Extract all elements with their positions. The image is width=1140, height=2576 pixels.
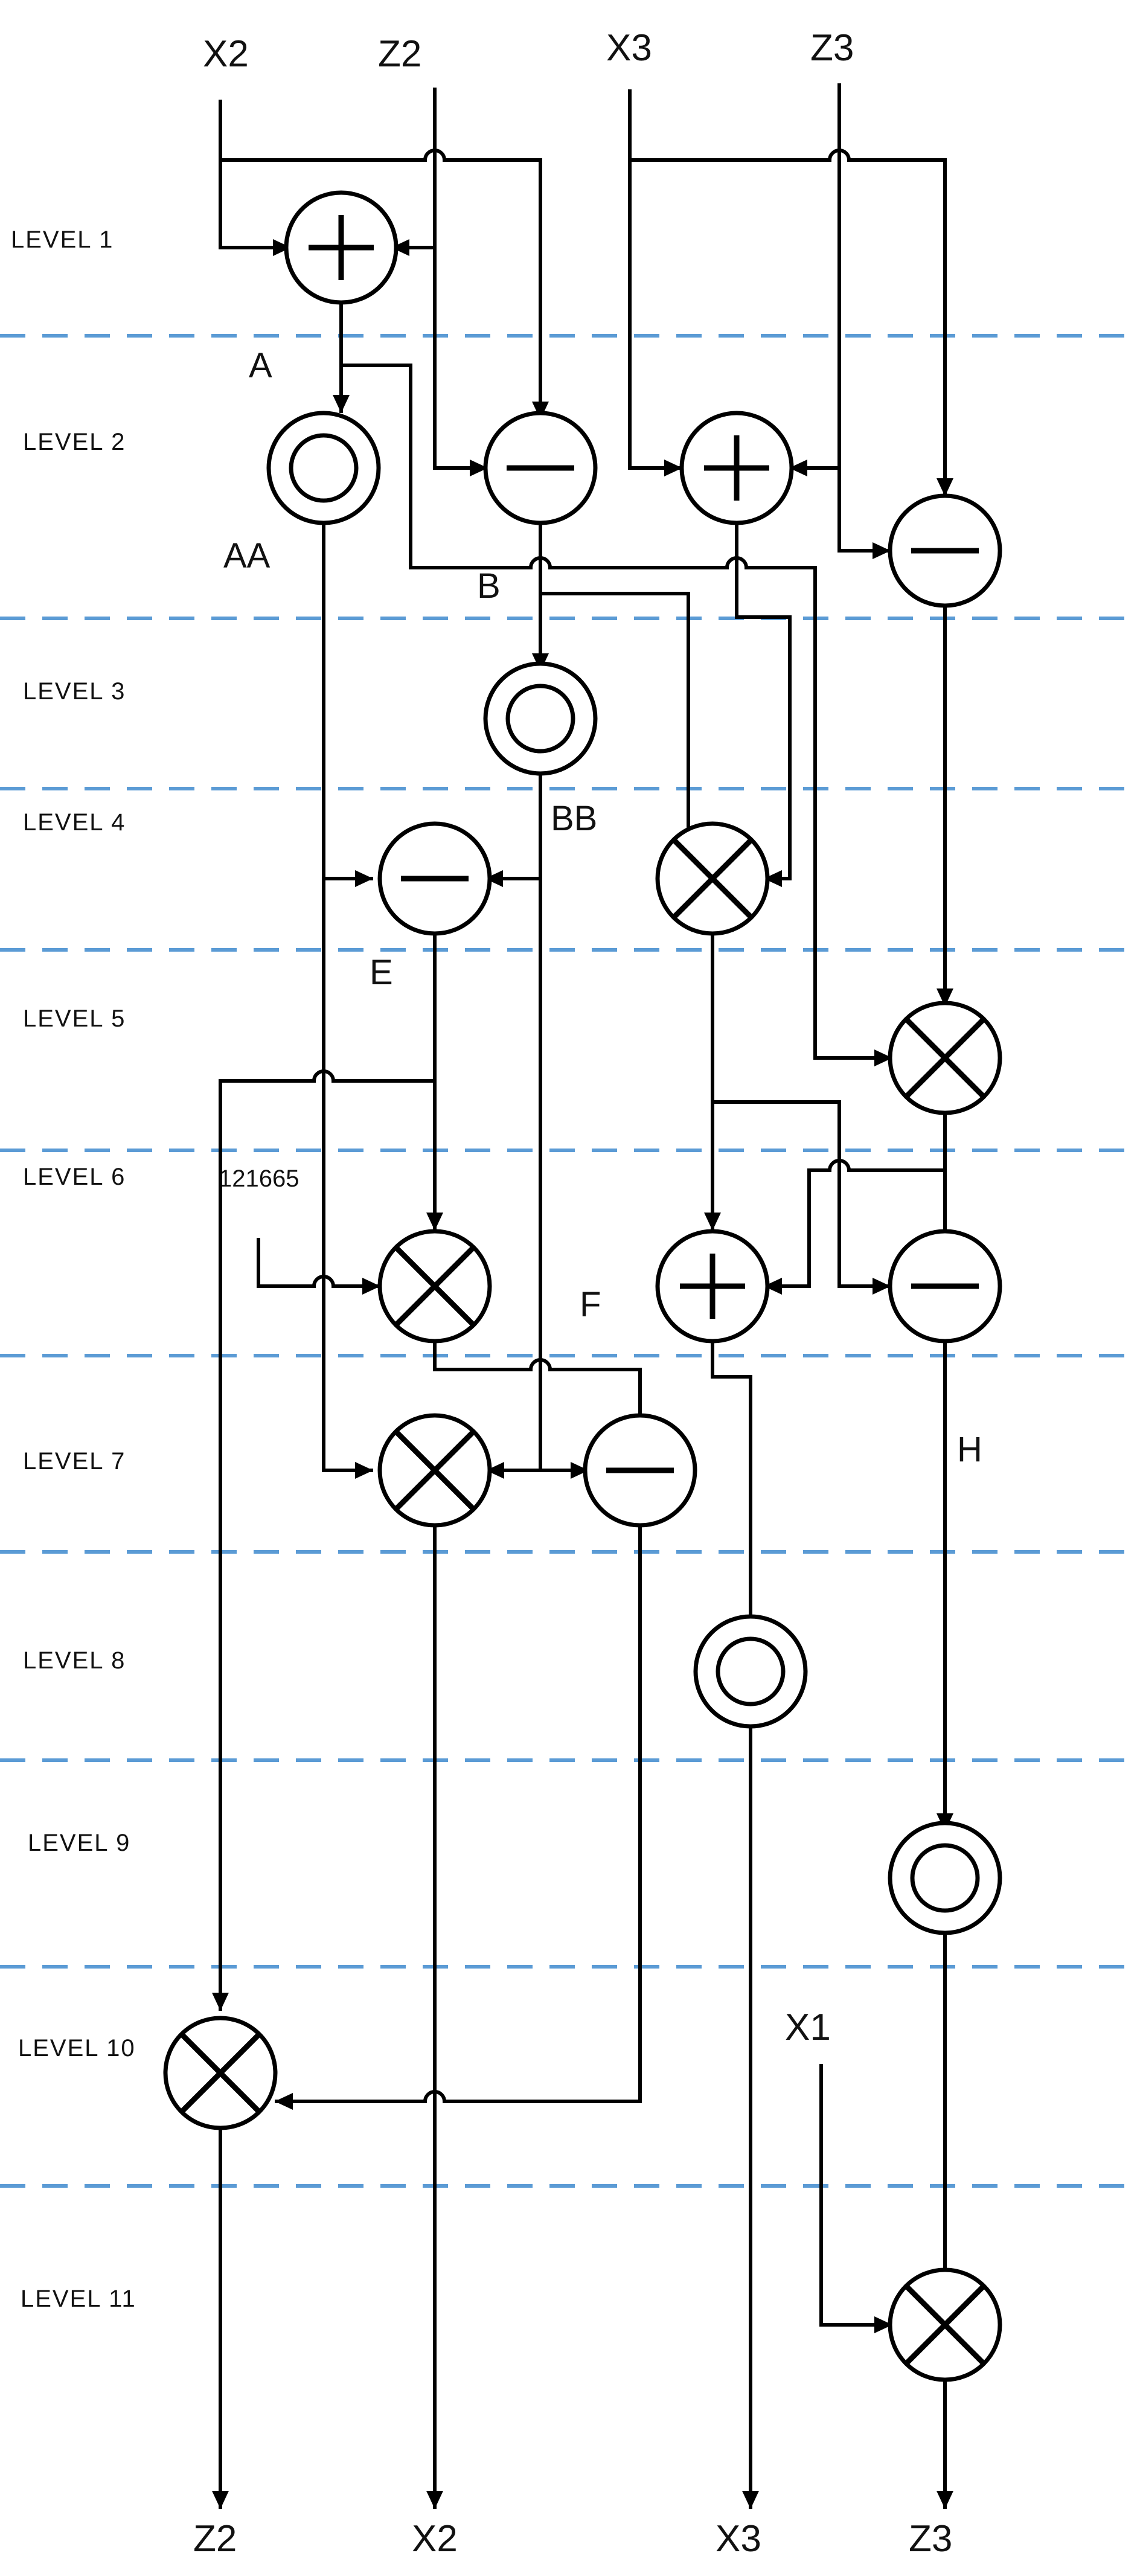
wire-z2-to-sub-2 [433,248,488,476]
level-separators [0,334,1140,2188]
wire-bb-to-mul-x2 [486,879,542,1479]
input-x3-label: X3 [606,27,652,69]
wire-x3-to-add-2 [628,89,682,476]
level-6-label: LEVEL 6 [23,1164,126,1190]
wire-z3-to-sub-3 [837,468,891,559]
multiply-node-z2-output [163,2016,278,2130]
wire-b-to-mul-l4 [540,592,697,851]
node-h-label: H [957,1430,982,1469]
multiply-node-z3-output [888,2267,1002,2382]
subtract-node-f [583,1413,697,1528]
node-a-label: A [249,346,272,385]
input-z2-label: Z2 [378,33,421,75]
constant-121665-label: 121665 [219,1165,299,1192]
wire-a-to-mul-l5 [341,364,892,1066]
wire-const-to-mul [257,1238,380,1295]
add-node-level-6 [655,1229,770,1344]
input-x2-label: X2 [203,33,249,75]
subtract-node-b [483,411,598,525]
level-8-label: LEVEL 8 [23,1647,126,1674]
wire-aa-to-mul-x2 [322,879,373,1479]
multiply-node-level-4 [655,821,770,936]
wire-z2-to-add-1 [391,88,437,256]
level-2-label: LEVEL 2 [23,429,126,455]
output-z2-label: Z2 [193,2518,237,2560]
output-x3-label: X3 [716,2518,761,2560]
wire-aa-to-sub-e [322,522,373,887]
operator-nodes [163,190,1002,2382]
node-f-label: F [580,1285,601,1324]
wire-x2-to-add-1 [219,100,291,256]
square-node-aa [266,411,381,525]
node-aa-label: AA [223,536,271,575]
level-labels: LEVEL 1 LEVEL 2 LEVEL 3 LEVEL 4 LEVEL 5 … [11,226,136,2312]
wire-add6-to-square-l8 [711,1341,759,1644]
wire-z3-to-add-2 [789,83,841,476]
level-11-label: LEVEL 11 [21,2286,136,2312]
square-node-x3-output [693,1614,808,1729]
wire-x1-to-mul11 [819,2064,892,2333]
level-7-label: LEVEL 7 [23,1448,126,1475]
subtract-node-e [377,821,492,936]
multiply-node-level-5 [888,1001,1002,1115]
subtract-node-level-2 [888,493,1002,608]
wire-add2-to-mul-l4 [735,522,792,887]
wire-mul5-to-add6 [764,1159,945,1295]
output-x2-label: X2 [412,2518,458,2560]
square-node-level-9 [888,1821,1002,1935]
input-z3-label: Z3 [810,27,854,69]
level-4-label: LEVEL 4 [23,809,126,836]
signal-wires [212,83,953,2509]
level-3-label: LEVEL 3 [23,678,126,705]
multiply-node-x2-output [377,1413,492,1528]
node-bb-label: BB [551,799,597,838]
subtract-node-h [888,1229,1002,1344]
signal-labels: X2 Z2 X3 Z3 X1 121665 A AA B BB E F H Z2… [193,27,982,2560]
node-b-label: B [477,566,501,606]
level-1-label: LEVEL 1 [11,226,114,253]
add-node-level-1 [284,190,399,305]
add-node-level-2 [679,411,794,525]
level-10-label: LEVEL 10 [18,2035,136,2062]
wire-e-to-mul-z2out [212,1069,435,2011]
wire-mul4-to-sub6 [712,1100,891,1295]
level-5-label: LEVEL 5 [23,1005,126,1032]
wire-f-to-mul-z2out [275,1498,642,2110]
node-e-label: E [370,953,393,992]
output-z3-label: Z3 [909,2518,952,2560]
multiply-node-constant [377,1229,492,1344]
level-9-label: LEVEL 9 [28,1830,130,1856]
square-node-bb [483,661,598,776]
input-x1-label: X1 [785,2007,831,2048]
